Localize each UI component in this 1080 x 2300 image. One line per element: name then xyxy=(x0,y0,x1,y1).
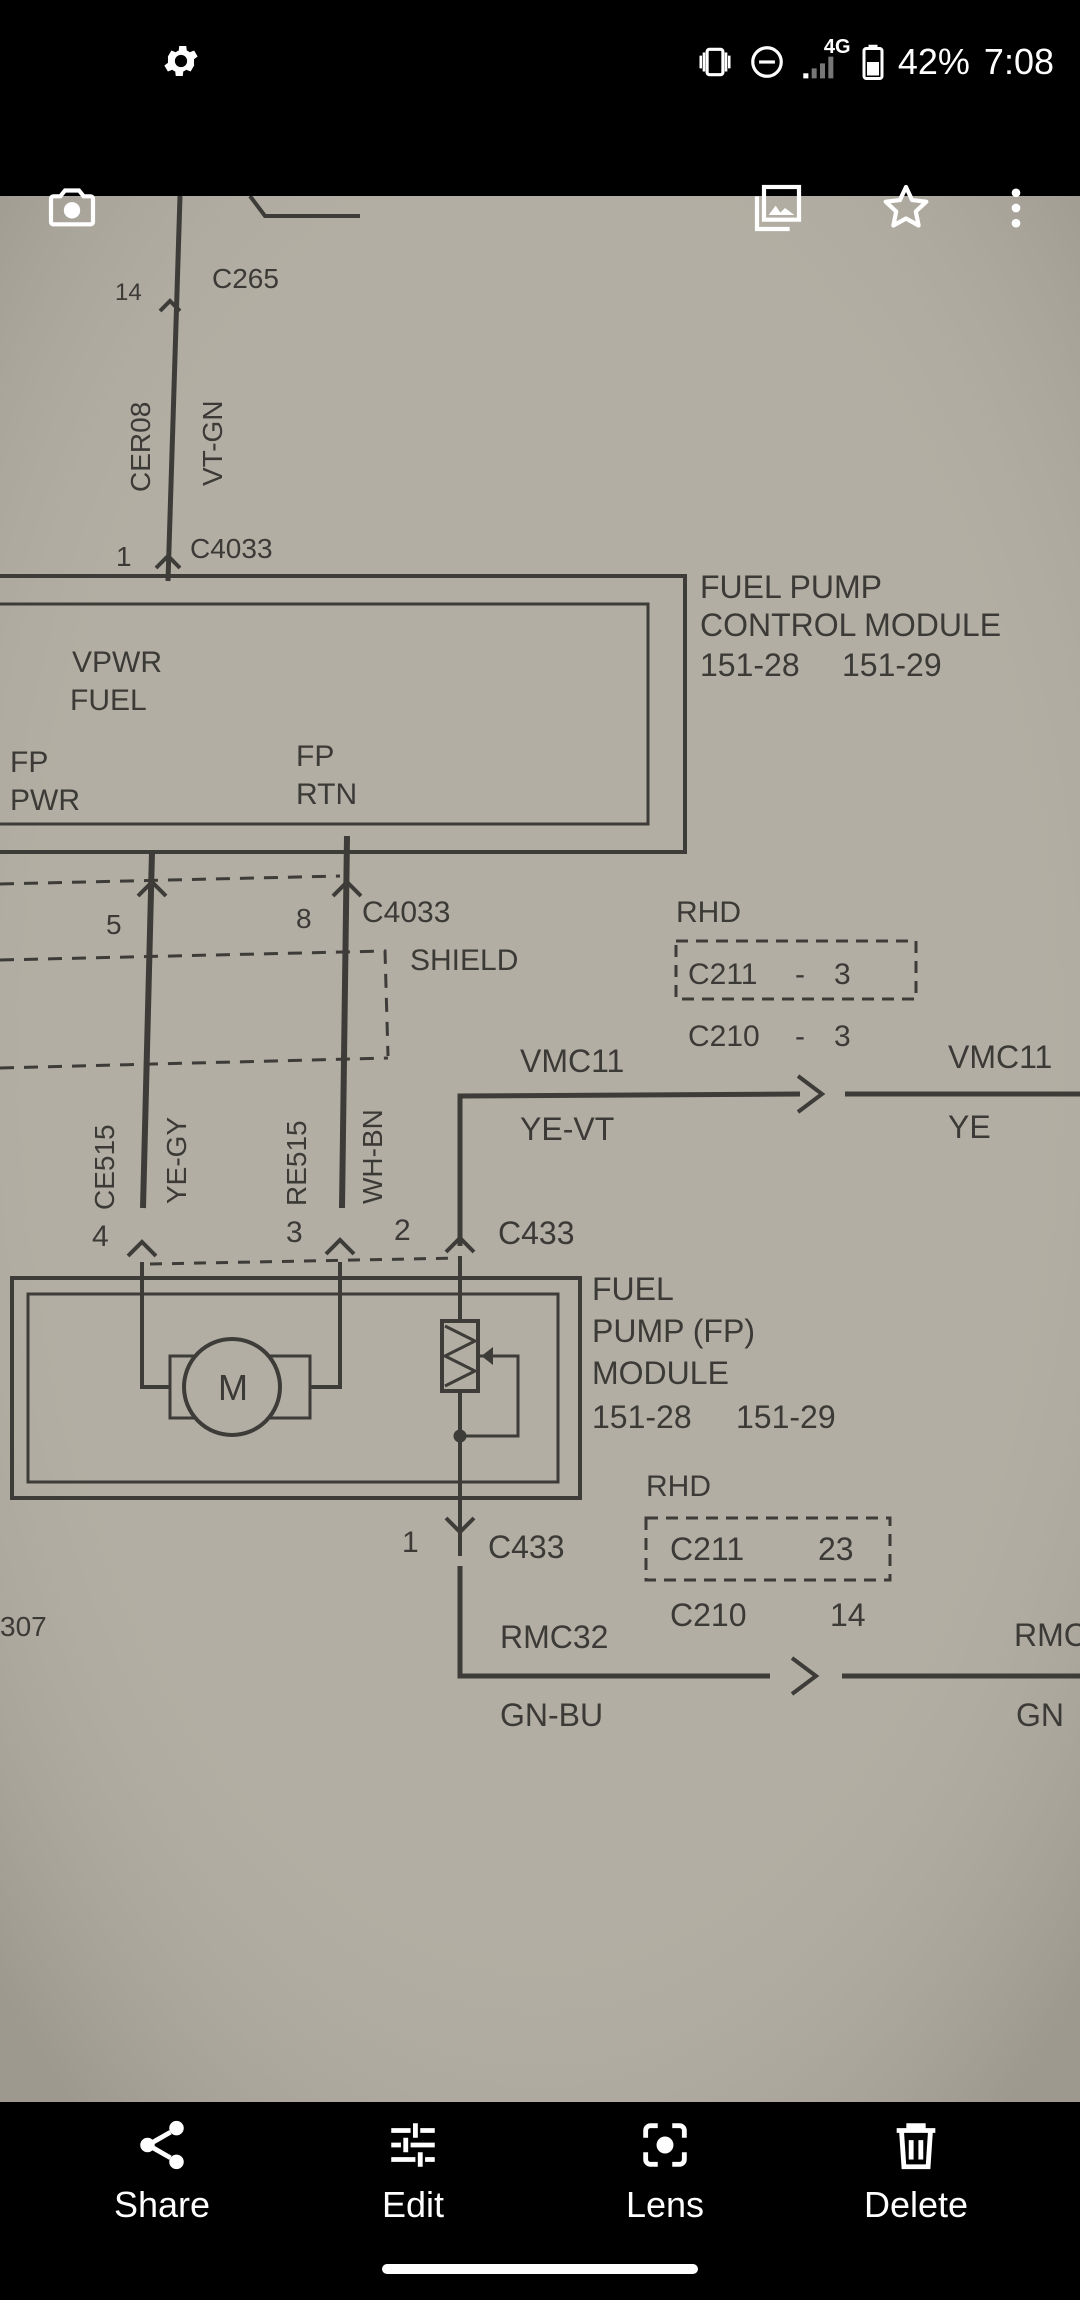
fpcm-line1: FUEL PUMP xyxy=(700,569,882,605)
fuel-label: FUEL xyxy=(70,684,147,717)
star-icon xyxy=(883,184,929,228)
c210-b-pin: 14 xyxy=(830,1597,866,1633)
c211-b-pin: 23 xyxy=(818,1531,854,1567)
c265-label: C265 xyxy=(212,263,279,294)
clock: 7:08 xyxy=(983,41,1054,82)
wire1-circuit: CER08 xyxy=(125,402,156,492)
wh-bn-label: WH-BN xyxy=(357,1109,388,1204)
settings-icon[interactable] xyxy=(160,40,202,82)
pin-1-bottom: 1 xyxy=(402,1526,419,1559)
c433-top-label: C433 xyxy=(498,1215,575,1251)
vibrate-icon xyxy=(699,47,731,77)
wire1-color: VT-GN xyxy=(197,400,228,486)
re515-label: RE515 xyxy=(281,1120,312,1206)
battery-percent: 42% xyxy=(897,41,970,82)
photo-top-toolbar xyxy=(0,160,1080,256)
motor-label: M xyxy=(218,1367,248,1408)
c4033-mid-label: C4033 xyxy=(362,896,450,929)
fpcm-ref2: 151-29 xyxy=(842,647,942,683)
favorite-button[interactable] xyxy=(866,178,946,238)
dash-a: - xyxy=(795,958,805,991)
fp-label-1: FP xyxy=(10,746,48,779)
c211-b: C211 xyxy=(670,1531,744,1567)
pin-4: 4 xyxy=(92,1220,109,1253)
network-type: 4G xyxy=(823,36,851,58)
pin-3: 3 xyxy=(286,1216,303,1249)
fp-module-ref2: 151-29 xyxy=(736,1399,836,1435)
fpcm-ref1: 151-28 xyxy=(700,647,800,683)
rhd-label-1: RHD xyxy=(676,896,741,929)
c210-a: C210 xyxy=(688,1020,760,1053)
photo-viewer[interactable]: 14 C265 CER08 VT-GN 1 C4033 FUEL PUMP CO… xyxy=(0,196,1080,2102)
bottom-action-bar: Share Edit Lens Delete xyxy=(0,2102,1080,2300)
battery-icon xyxy=(862,44,884,80)
c433-bottom-label: C433 xyxy=(488,1529,565,1565)
c211-a-pin: 3 xyxy=(834,958,851,991)
ce515-label: CE515 xyxy=(89,1124,120,1210)
shield-label: SHIELD xyxy=(410,944,518,977)
rtn-label: RTN xyxy=(296,778,357,811)
ye-gy-label: YE-GY xyxy=(161,1117,192,1204)
pin-5: 5 xyxy=(106,909,122,940)
rmc32-label: RMC32 xyxy=(500,1619,608,1655)
pin-2: 2 xyxy=(394,1214,411,1247)
signal-icon xyxy=(803,56,834,79)
share-label: Share xyxy=(113,2184,211,2225)
vmc11-right-label: VMC11 xyxy=(948,1039,1052,1075)
share-button[interactable]: Share xyxy=(62,2116,262,2256)
fp-module-line3: MODULE xyxy=(592,1355,729,1391)
rhd-label-2: RHD xyxy=(646,1470,711,1503)
fp-module-line1: FUEL xyxy=(592,1271,674,1307)
lens-button[interactable]: Lens xyxy=(565,2116,765,2256)
edit-button[interactable]: Edit xyxy=(313,2116,513,2256)
dash-b: - xyxy=(795,1020,805,1053)
c4033-top-label: C4033 xyxy=(190,533,273,564)
fp-module-line2: PUMP (FP) xyxy=(592,1313,755,1349)
c265-pin: 14 xyxy=(115,279,142,306)
fpcm-line2: CONTROL MODULE xyxy=(700,607,1001,643)
gallery-icon xyxy=(754,184,802,232)
ye-label: YE xyxy=(948,1109,991,1145)
delete-button[interactable]: Delete xyxy=(816,2116,1016,2256)
wiring-diagram: 14 C265 CER08 VT-GN 1 C4033 FUEL PUMP CO… xyxy=(0,196,1080,2102)
vpwr-label: VPWR xyxy=(72,646,162,679)
gesture-nav-handle[interactable] xyxy=(382,2264,698,2274)
gn-bu-label: GN-BU xyxy=(500,1697,603,1733)
pwr-label: PWR xyxy=(10,784,80,817)
s307-label: 307 xyxy=(0,1611,47,1642)
do-not-disturb-icon xyxy=(751,46,783,78)
camera-button[interactable] xyxy=(30,178,114,238)
pin-8: 8 xyxy=(296,903,312,934)
edit-label: Edit xyxy=(381,2184,445,2225)
trash-icon xyxy=(896,2123,936,2170)
c211-a: C211 xyxy=(688,958,758,991)
fp-label-2: FP xyxy=(296,740,334,773)
c210-b: C210 xyxy=(670,1597,747,1633)
status-bar: 4G 42% 7:08 xyxy=(0,0,1080,120)
more-options-button[interactable] xyxy=(990,178,1042,238)
gallery-button[interactable] xyxy=(738,178,818,238)
more-vert-icon xyxy=(1011,188,1021,228)
vmc11-left-label: VMC11 xyxy=(520,1043,624,1079)
ye-vt-label: YE-VT xyxy=(520,1111,614,1147)
share-icon xyxy=(140,2120,184,2170)
lens-label: Lens xyxy=(625,2184,705,2225)
lens-icon xyxy=(643,2123,687,2167)
tune-icon xyxy=(391,2123,435,2167)
camera-icon xyxy=(48,188,96,227)
pin-1-top: 1 xyxy=(116,541,132,572)
fp-module-ref1: 151-28 xyxy=(592,1399,692,1435)
rmc-right-label: RMC xyxy=(1014,1617,1080,1653)
gn-label: GN xyxy=(1016,1697,1064,1733)
delete-label: Delete xyxy=(863,2184,969,2225)
c210-a-pin: 3 xyxy=(834,1020,851,1053)
